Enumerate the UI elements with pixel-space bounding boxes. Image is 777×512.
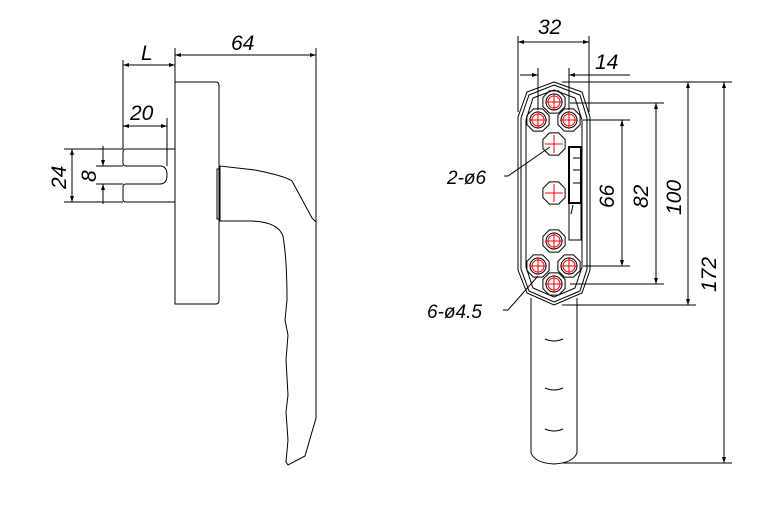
mounting-holes [526, 90, 581, 296]
dim-64: 64 [231, 32, 254, 55]
center-mark-icon [545, 93, 563, 111]
center-mark-icon [560, 257, 578, 275]
center-mark-icon [545, 184, 563, 202]
dim-172: 172 [698, 257, 721, 292]
spindle [122, 148, 175, 203]
callout-2-dia-6: 2-ø6 [446, 168, 487, 189]
dim-14: 14 [595, 51, 618, 74]
hole-hexagon [557, 254, 581, 278]
hole-hexagon [542, 181, 566, 205]
dim-82: 82 [630, 184, 653, 208]
hole-hexagon [526, 254, 550, 278]
hole-hexagon [557, 108, 581, 132]
dim-20: 20 [129, 102, 154, 125]
dim-32: 32 [538, 16, 562, 39]
dim-66: 66 [596, 184, 619, 208]
center-mark-icon [545, 275, 563, 293]
handle-grip [530, 298, 578, 465]
center-mark-icon [545, 232, 563, 250]
center-mark-icon [529, 257, 547, 275]
center-mark-icon [529, 111, 547, 129]
dim-L: L [141, 42, 153, 65]
hole-hexagon [542, 229, 566, 253]
side-view: 64 L 20 24 8 [48, 32, 317, 466]
dim-24: 24 [48, 166, 71, 190]
callout-6-dia-4-5: 6-ø4.5 [427, 302, 482, 323]
front-view: 32 14 66 82 100 172 2-ø6 6-ø4.5 [427, 16, 732, 465]
hole-hexagon [526, 108, 550, 132]
dim-100: 100 [663, 180, 686, 215]
handle-lever [216, 165, 317, 466]
center-mark-icon [560, 111, 578, 129]
dim-8: 8 [78, 170, 101, 182]
center-mark-icon [545, 135, 563, 153]
grip-marks [544, 338, 564, 432]
position-indicator [568, 146, 582, 204]
hole-hexagon [542, 90, 566, 114]
hole-hexagon [542, 272, 566, 296]
rosette-outline [517, 81, 591, 306]
rosette-plate [174, 81, 220, 305]
hole-hexagon [542, 132, 566, 156]
